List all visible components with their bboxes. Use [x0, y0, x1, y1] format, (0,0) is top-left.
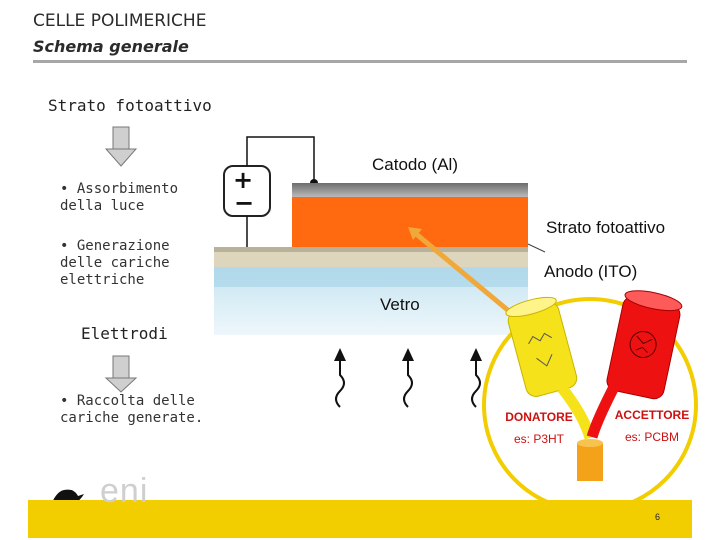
- cathode-label: Catodo (Al): [372, 155, 458, 174]
- down-arrow-icon: [104, 126, 138, 167]
- active-layer: [292, 197, 528, 247]
- section-heading-electrodes: Elettrodi: [81, 324, 168, 343]
- page-number: 6: [655, 512, 661, 522]
- anode-layer: [214, 252, 528, 267]
- active-layer-pointer: [527, 243, 546, 253]
- bullet-generation: • Generazione delle cariche elettriche: [60, 238, 170, 289]
- donor-example: es: P3HT: [513, 432, 564, 446]
- bullet-line: elettriche: [60, 272, 145, 288]
- bullet-line: delle cariche: [60, 255, 170, 271]
- acceptor-molecule: [606, 290, 683, 400]
- light-ray-icon: [403, 361, 413, 408]
- bullet-line: • Raccolta delle: [60, 393, 195, 409]
- footer-bar: [28, 500, 692, 538]
- section-heading-active-layer: Strato fotoattivo: [48, 96, 212, 115]
- down-arrow-icon: [104, 355, 138, 393]
- light-ray-icon: [471, 361, 481, 408]
- zoom-arrow-head-icon: [408, 227, 422, 240]
- bullet-line: della luce: [60, 198, 145, 214]
- bullet-line: cariche generate.: [60, 410, 204, 426]
- bullet-line: • Assorbimento: [60, 181, 179, 197]
- light-ray-icon: [335, 361, 345, 408]
- molecule-zoom-circle: [408, 227, 698, 513]
- battery-plus-sign: +: [233, 166, 254, 194]
- bullet-line: • Generazione: [60, 238, 170, 254]
- wire-top: [246, 136, 315, 183]
- active-layer-label: Strato fotoattivo: [546, 218, 666, 237]
- light-ray-icons: [335, 361, 481, 408]
- battery-minus-sign: −: [234, 189, 255, 217]
- glass-label: Vetro: [380, 295, 420, 314]
- anode-label: Anodo (ITO): [544, 262, 638, 281]
- bullet-absorption: • Assorbimento della luce: [60, 181, 178, 215]
- title-divider: [33, 60, 687, 63]
- donor-molecule: [505, 296, 578, 397]
- page-subtitle: Schema generale: [33, 37, 189, 56]
- acceptor-example: es: PCBM: [624, 430, 679, 444]
- acceptor-title: ACCETTORE: [614, 408, 690, 422]
- zoom-arrow: [413, 231, 512, 314]
- cathode-layer: [292, 183, 528, 197]
- donor-title: DONATORE: [505, 410, 573, 424]
- bullet-collection: • Raccolta delle cariche generate.: [60, 393, 203, 427]
- page-title: CELLE POLIMERICHE: [33, 11, 207, 31]
- glass-band: [214, 267, 528, 287]
- eni-logo-text: eni: [100, 472, 149, 510]
